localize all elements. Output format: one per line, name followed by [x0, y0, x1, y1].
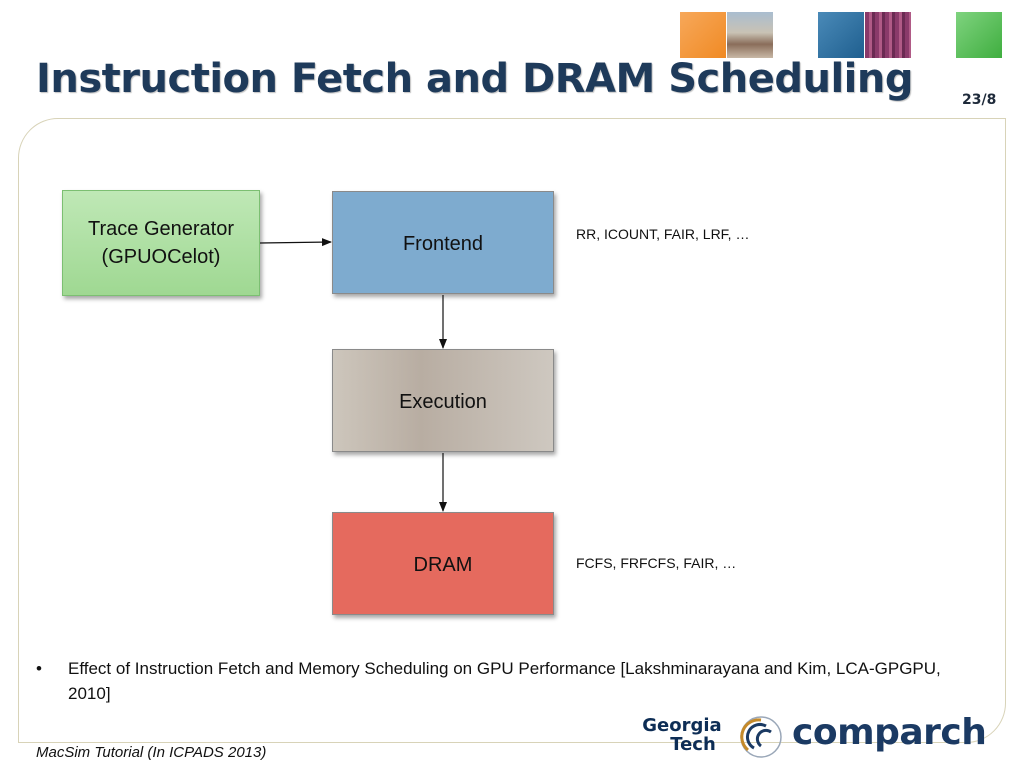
trace-generator-label: Trace Generator — [88, 218, 234, 240]
frontend-label: Frontend — [402, 233, 484, 255]
dram-policies: FCFS, FRFCFS, FAIR, … — [576, 555, 737, 571]
frontend-policies: RR, ICOUNT, FAIR, LRF, … — [576, 226, 750, 242]
content-frame — [18, 118, 1006, 743]
bullet-item: • Effect of Instruction Fetch and Memory… — [36, 656, 976, 706]
execution-label: Execution — [399, 391, 487, 413]
header-decoration-photo — [727, 12, 773, 58]
georgia-tech-logo-line2: Tech — [670, 734, 716, 755]
header-decoration-orange — [680, 12, 726, 58]
header-decoration-green — [956, 12, 1002, 58]
trace-generator-box: Trace Generator (GPUOCelot) — [62, 190, 260, 296]
header-decoration-chip — [865, 12, 911, 58]
dram-label: DRAM — [413, 554, 473, 576]
comparch-logo-icon — [740, 716, 782, 758]
frontend-box: Frontend — [332, 191, 554, 294]
georgia-tech-logo: Georgia Tech — [636, 716, 728, 754]
slide-title: Instruction Fetch and DRAM Scheduling — [36, 56, 913, 102]
comparch-logo-text: comparch — [792, 712, 987, 753]
header-decoration-blue — [818, 12, 864, 58]
bullet-marker: • — [36, 659, 42, 678]
trace-generator-sublabel: (GPUOCelot) — [101, 246, 221, 268]
bullet-text: Effect of Instruction Fetch and Memory S… — [68, 659, 941, 703]
dram-box: DRAM — [332, 512, 554, 615]
footer-text: MacSim Tutorial (In ICPADS 2013) — [36, 744, 267, 761]
georgia-tech-logo-line1: Georgia — [642, 715, 722, 736]
page-number: 23/8 — [962, 92, 997, 108]
execution-box: Execution — [332, 349, 554, 452]
